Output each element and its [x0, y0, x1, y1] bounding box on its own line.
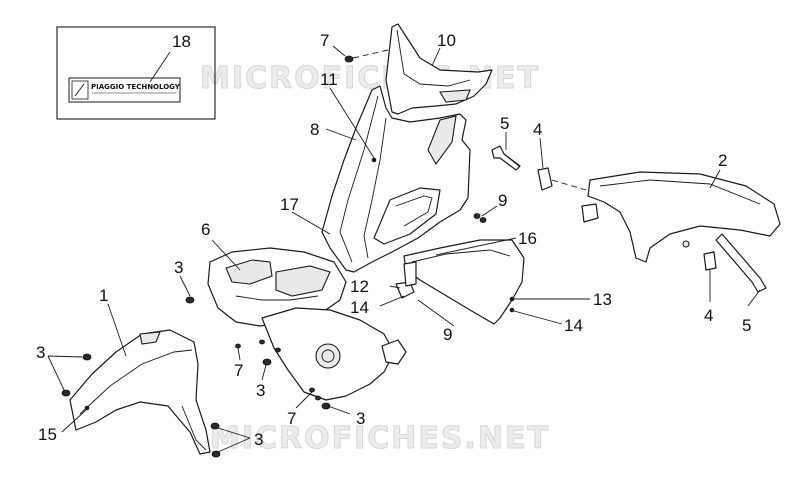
part-5-bolt-upper — [491, 145, 521, 171]
callout-9-upper: 9 — [498, 191, 507, 210]
part-inner-rear-cover — [261, 307, 407, 401]
callout-16: 16 — [518, 229, 537, 248]
callout-3-e: 3 — [254, 430, 263, 449]
leader-lines — [47, 87, 761, 453]
callout-15: 15 — [38, 425, 57, 444]
part-4-clip-lower — [703, 251, 717, 271]
part-4-clip-upper — [537, 167, 587, 191]
callout-18: 18 — [172, 32, 191, 51]
part-7-screw-top — [332, 45, 389, 63]
decal-box: PIAGGIO TECHNOLOGY — [56, 26, 216, 120]
callout-9-lower: 9 — [443, 325, 452, 344]
part-8-front-shield — [321, 85, 471, 273]
part-5-bolt-lower — [715, 233, 767, 293]
callout-14-left: 14 — [350, 298, 369, 317]
callout-4-lower: 4 — [704, 306, 713, 325]
watermark-bottom: MICROFICHES.NET — [210, 421, 550, 456]
callout-1: 1 — [99, 286, 108, 305]
callout-7-top: 7 — [320, 31, 329, 50]
callout-13: 13 — [593, 290, 612, 309]
part-16-leg-shield — [403, 239, 525, 325]
callout-17: 17 — [280, 195, 299, 214]
callout-labels: 18 7 10 11 8 5 4 2 9 17 16 6 3 1 12 14 1… — [36, 31, 751, 449]
callout-11: 11 — [320, 70, 338, 89]
part-10-upper-cover — [385, 23, 493, 115]
callout-5-upper: 5 — [500, 114, 509, 133]
part-1-mudguard — [69, 329, 211, 455]
callout-14-right: 14 — [564, 316, 583, 335]
callout-12: 12 — [350, 277, 369, 296]
callout-3-d: 3 — [356, 409, 365, 428]
part-2-rear-mudguard — [581, 171, 781, 263]
callout-3-b: 3 — [36, 343, 45, 362]
part-6-inner-panel — [207, 247, 347, 327]
callout-2: 2 — [718, 151, 727, 170]
callout-10: 10 — [437, 31, 456, 50]
decal-label: PIAGGIO TECHNOLOGY — [91, 83, 181, 91]
part-3-screws-left — [61, 296, 331, 458]
callout-8: 8 — [310, 120, 319, 139]
callout-7-low: 7 — [287, 409, 296, 428]
callout-3-c: 3 — [256, 381, 265, 400]
callout-6: 6 — [201, 220, 210, 239]
callout-3-a: 3 — [174, 258, 183, 277]
callout-4-upper: 4 — [533, 120, 542, 139]
callout-5-lower: 5 — [742, 316, 751, 335]
callout-7-mid: 7 — [234, 361, 243, 380]
part-12-clip — [395, 261, 417, 299]
part-9-screws — [473, 205, 498, 223]
